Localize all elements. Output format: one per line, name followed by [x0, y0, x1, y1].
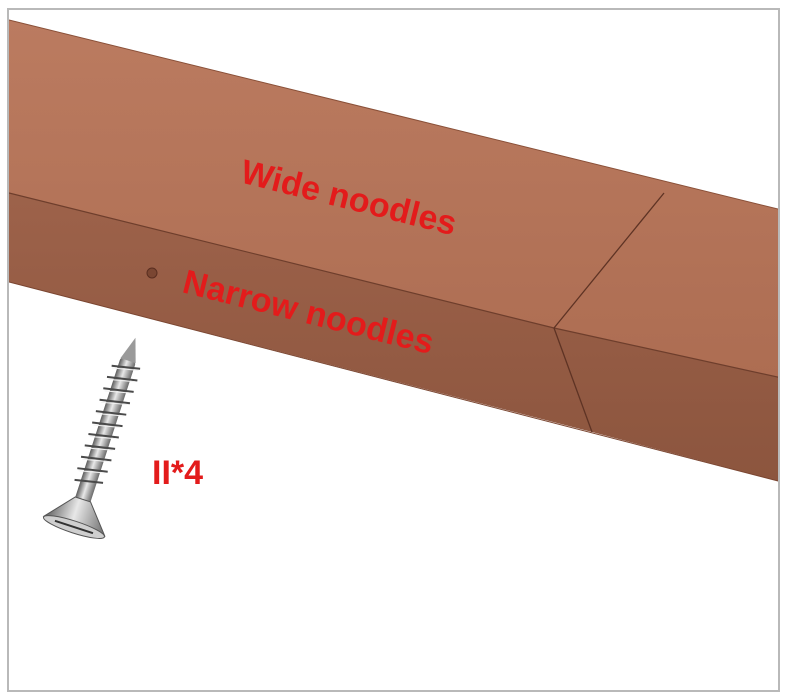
screw-icon [42, 337, 141, 539]
beam-top-face [9, 20, 778, 378]
beam-side-face [9, 193, 778, 481]
beam-edge-front-right [553, 327, 778, 378]
beam-joint-top [553, 192, 665, 329]
screw-hole [146, 267, 158, 279]
assembly-illustration: Wide noodles Narrow noodles II*4 [9, 19, 778, 539]
beam-edge-bottom [9, 281, 778, 482]
diagram-frame: Wide noodles Narrow noodles II*4 [7, 8, 780, 692]
beam-joint-side [553, 327, 593, 433]
screw-count-label: II*4 [152, 454, 203, 492]
beam-edge-front [9, 192, 555, 329]
beam-edge-top [9, 19, 778, 210]
